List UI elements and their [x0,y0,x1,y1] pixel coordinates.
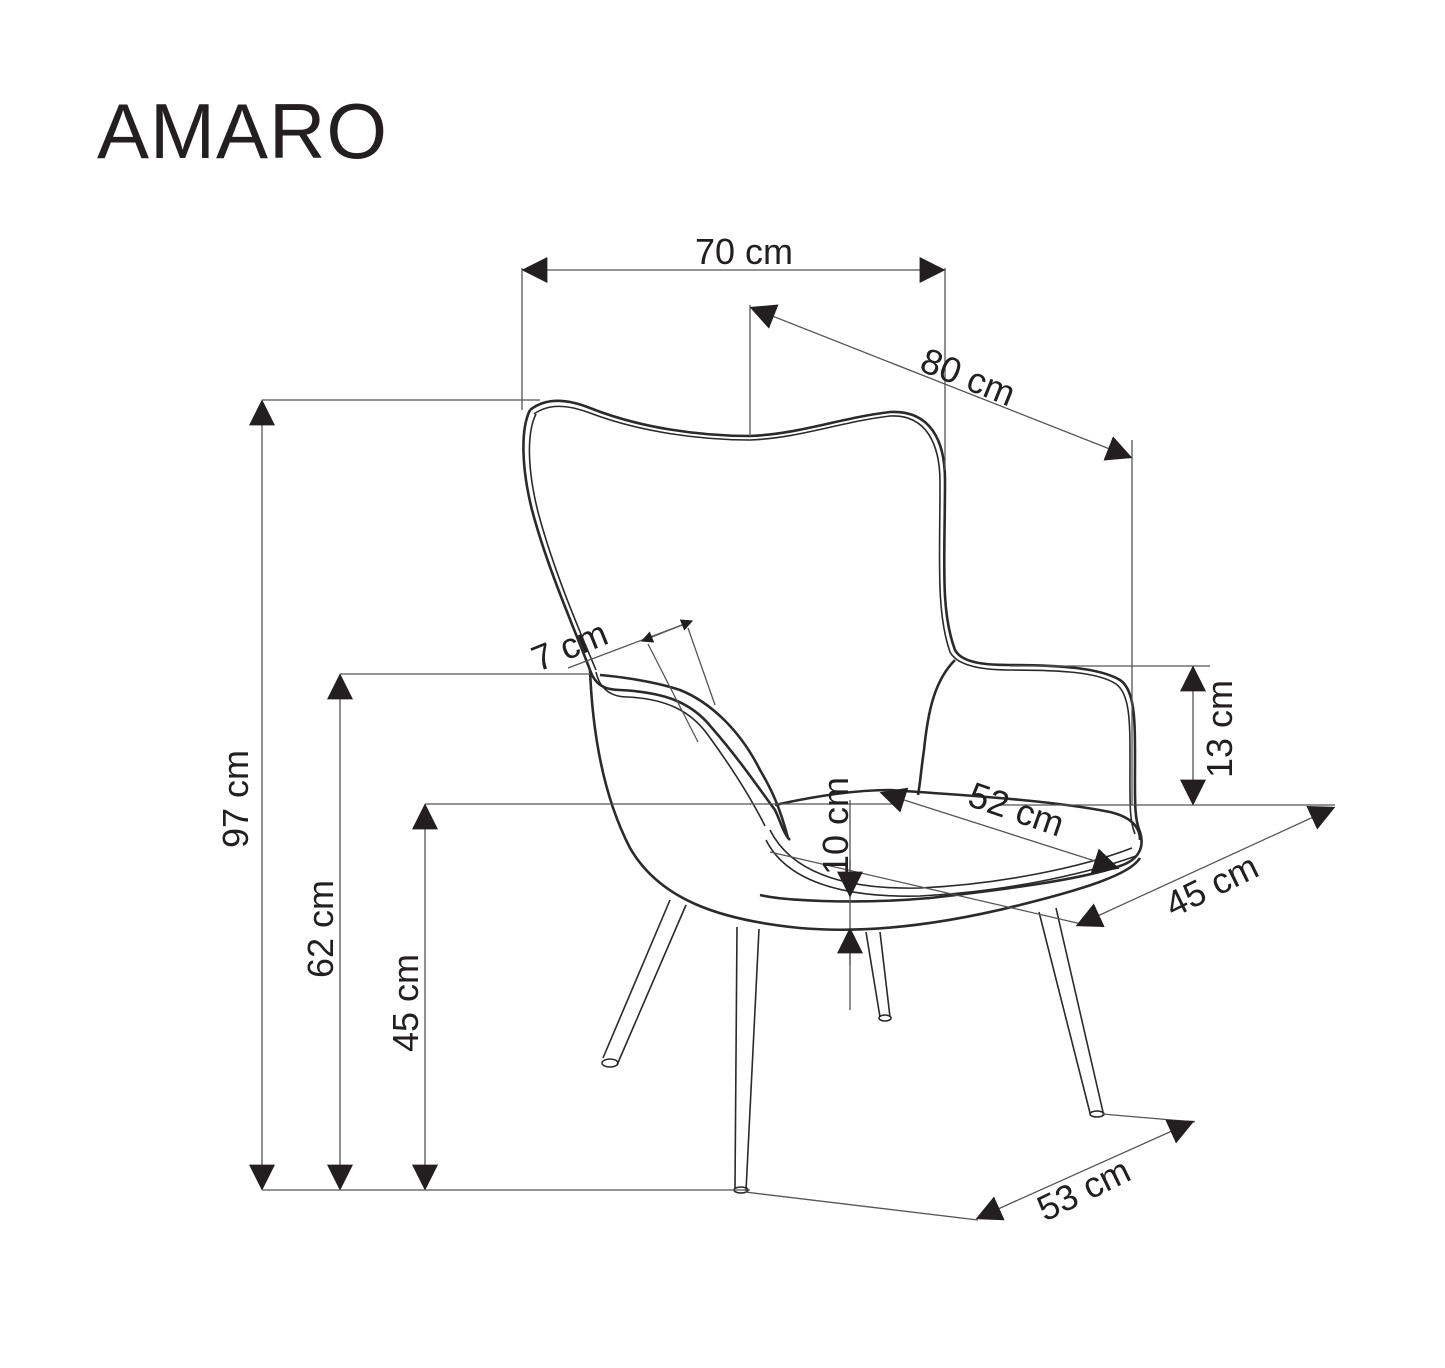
dim-total-height-label: 97 cm [215,750,256,848]
dimension-labels: 70 cm 80 cm 97 cm 62 cm 45 cm 7 cm 13 cm… [215,231,1265,1229]
dim-armrest-height-label: 62 cm [300,880,341,978]
dim-seat-width-label: 45 cm [1159,845,1265,925]
dim-depth-label: 80 cm [915,339,1021,414]
dim-seat-depth-label: 52 cm [963,774,1069,845]
dimension-lines [249,257,1336,1221]
product-title: AMARO [97,87,389,175]
dim-armrest-above-seat-label: 13 cm [1199,680,1240,778]
dim-seat-thickness-label: 10 cm [815,777,856,875]
dim-leg-span-label: 53 cm [1031,1149,1137,1229]
dim-seat-height-label: 45 cm [385,954,426,1052]
dim-width-label: 70 cm [695,231,793,272]
chair-legs [601,899,1105,1194]
dim-armrest-width-label: 7 cm [526,612,614,679]
